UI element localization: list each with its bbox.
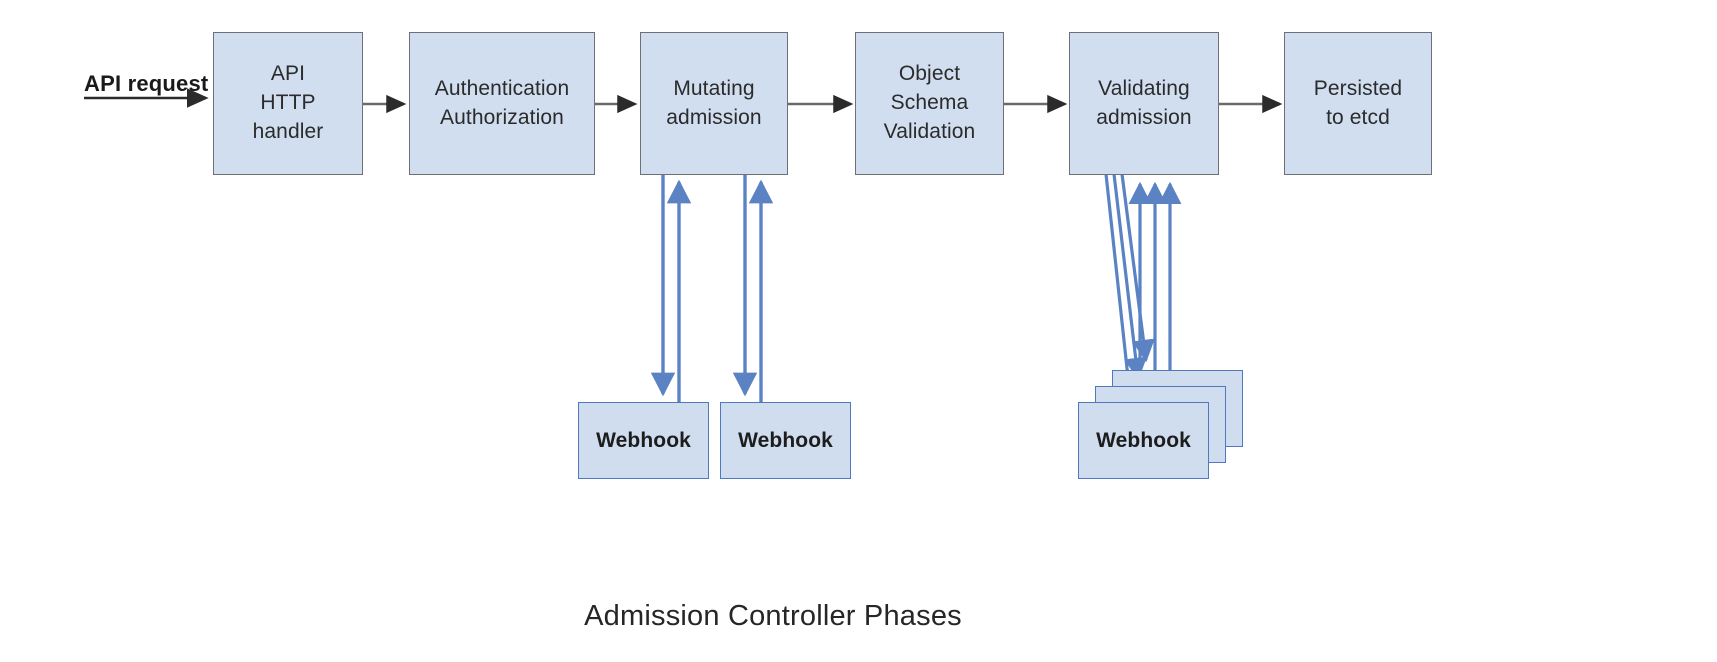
webhook-box-mutating-1[interactable]: Webhook (578, 402, 709, 479)
api-request-label: API request (84, 71, 209, 96)
phase-box-validating-admission[interactable]: Validating admission (1069, 32, 1219, 175)
webhook-box-mutating-2[interactable]: Webhook (720, 402, 851, 479)
phase-box-mutating-admission[interactable]: Mutating admission (640, 32, 788, 175)
phase-box-authn-authz[interactable]: Authentication Authorization (409, 32, 595, 175)
connector-validating-webhook-call-1 (1104, 173, 1140, 399)
phase-box-object-schema-validation[interactable]: Object Schema Validation (855, 32, 1004, 175)
webhook-box-validating-front[interactable]: Webhook (1078, 402, 1209, 479)
diagram-caption: Admission Controller Phases (584, 600, 962, 632)
connector-validating-webhook-call-2 (1112, 173, 1148, 381)
connector-validating-webhook-call-3 (1120, 173, 1155, 363)
phase-box-api-http-handler[interactable]: API HTTP handler (213, 32, 363, 175)
phase-box-persisted-to-etcd[interactable]: Persisted to etcd (1284, 32, 1432, 175)
